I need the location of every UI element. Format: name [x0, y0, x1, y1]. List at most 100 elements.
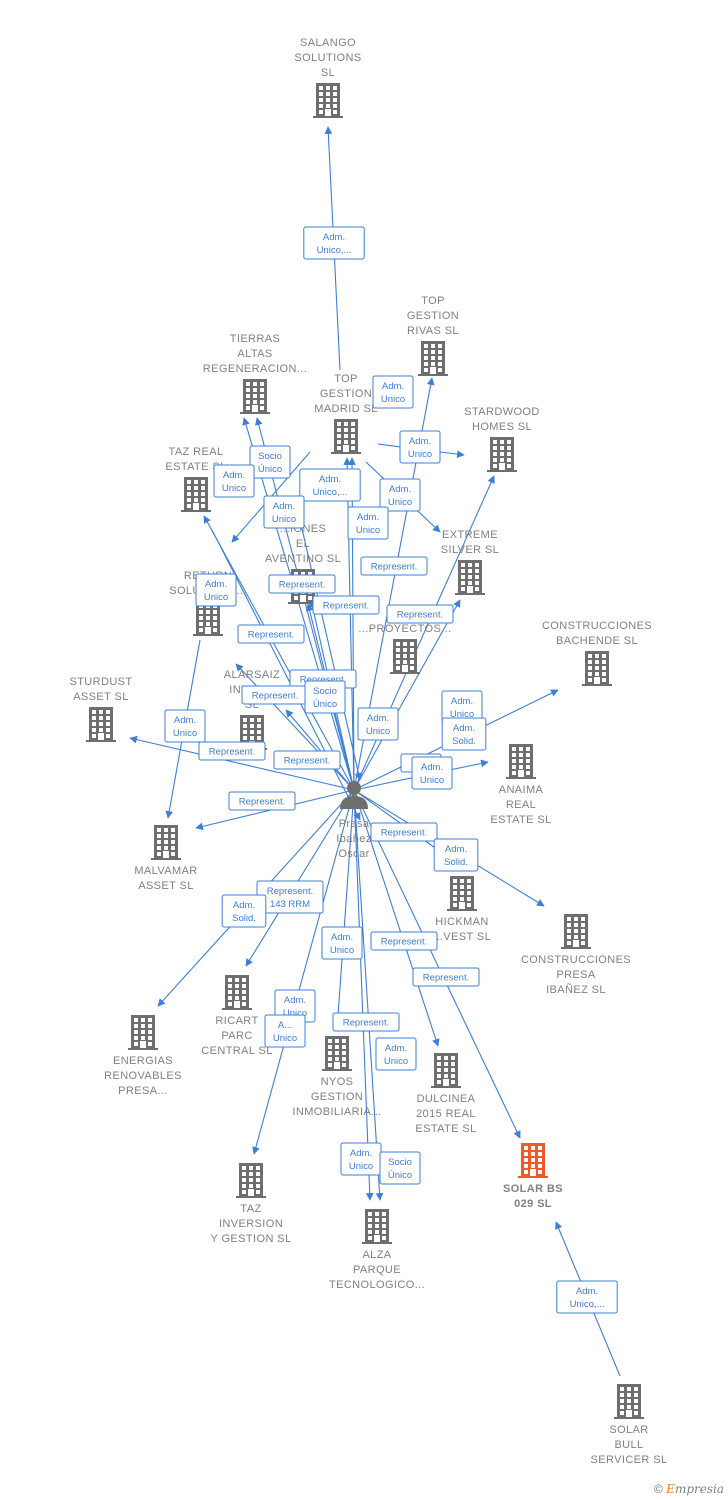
node-label-line: INVERSION	[219, 1218, 283, 1230]
edge-label-text: Unico	[356, 525, 380, 536]
edge-label-text: Único	[388, 1170, 412, 1181]
building-icon	[390, 639, 420, 674]
edge-label-text: Represent.	[381, 828, 427, 839]
edge-label-text: Unico	[173, 728, 197, 739]
edge-label-box[interactable]: Adm.Unico	[399, 430, 441, 464]
edge-label-text: Socio	[258, 451, 282, 462]
node-label-line: 029 SL	[514, 1198, 552, 1210]
edge-label-box[interactable]: Adm.Unico	[340, 1142, 382, 1176]
node-label-line: INMOBILIARIA...	[292, 1106, 381, 1118]
edge-label-text: Unico	[381, 394, 405, 405]
edge-label-box[interactable]: Represent.	[268, 574, 336, 594]
node-label-line: Presa	[339, 818, 370, 830]
edge-label-box[interactable]: Represent.	[237, 624, 305, 644]
edge-label-box[interactable]: Adm.Unico,...	[299, 468, 361, 502]
edge-label-box[interactable]: Adm.Unico	[347, 506, 389, 540]
edge-label-box[interactable]: Adm.Solid.	[221, 894, 267, 928]
node-label-line: SL	[321, 67, 335, 79]
edge-label-box[interactable]: Represent.	[370, 931, 438, 951]
node-label-line: ESTATE SL	[165, 461, 226, 473]
edge-line	[353, 599, 461, 791]
node-bachende[interactable]: CONSTRUCCIONES BACHENDE SL	[542, 620, 652, 686]
node-label-line: MALVAMAR	[134, 865, 197, 877]
edge-label-box[interactable]: Adm. Unico	[263, 495, 305, 529]
edge-label-box[interactable]: Adm.Unico	[213, 464, 255, 498]
building-icon	[128, 1015, 158, 1050]
edge-label-box[interactable]: Adm.Unico	[195, 573, 237, 607]
building-icon	[151, 825, 181, 860]
node-label-line: REGENERACION...	[203, 363, 307, 375]
node-label-line: BACHENDE SL	[556, 635, 638, 647]
edge-label-box[interactable]: Represent.	[228, 791, 296, 811]
node-label-line: CONSTRUCCIONES	[542, 620, 652, 632]
edge-line	[285, 709, 355, 791]
edge-line	[333, 789, 355, 1031]
node-label-line: AVENTINO SL	[265, 553, 341, 565]
edge-label-text: Adm.	[445, 844, 467, 855]
node-tierras[interactable]: TIERRASALTASREGENERACION...	[203, 333, 307, 414]
edge-label-box[interactable]: Adm.Unico,...	[303, 226, 365, 260]
edge-label-box[interactable]: Represent.143 RRM	[256, 880, 324, 914]
edge-label-box[interactable]: Represent.	[412, 967, 480, 987]
edge-label-box[interactable]: Represent.	[332, 1012, 400, 1032]
edge-label-box[interactable]: A...Unico	[264, 1014, 306, 1048]
node-label-line: ANAIMA	[499, 784, 544, 796]
building-icon	[236, 1163, 266, 1198]
edge-label-box[interactable]: Represent.	[312, 595, 380, 615]
edge-label-box[interactable]: Represent.	[198, 741, 266, 761]
node-hickman[interactable]: HICKMAN...VEST SL	[433, 876, 491, 943]
edge-label-box[interactable]: Adm.Unico	[372, 375, 414, 409]
empresia-footer[interactable]: © Empresia	[654, 1482, 724, 1496]
edge-label-box[interactable]: Adm.Unico	[441, 690, 483, 724]
building-icon	[240, 379, 270, 414]
node-label-line: PRESA...	[118, 1085, 168, 1097]
edge-label-box[interactable]: Represent.	[360, 556, 428, 576]
edge-label-box[interactable]: Represent.	[370, 822, 438, 842]
edge-label-box[interactable]: Represent.	[386, 604, 454, 624]
edge-label-box[interactable]: Adm.Unico	[321, 926, 363, 960]
edge-label-box[interactable]: Adm.Unico	[411, 756, 453, 790]
edge-label-box[interactable]: Adm.Unico	[164, 709, 206, 743]
edge-label-text: Unico	[272, 514, 296, 525]
node-energias[interactable]: ENERGIASRENOVABLESPRESA...	[104, 1015, 182, 1097]
node-label-line: Y GESTION SL	[210, 1233, 291, 1245]
edge-label-box[interactable]: Adm.Solid.	[441, 717, 487, 751]
building-icon	[181, 477, 211, 512]
building-icon	[447, 876, 477, 911]
edge-label-text: Represent.	[252, 691, 298, 702]
node-label-line: ...VEST SL	[433, 931, 491, 943]
node-label-line: SOLAR	[609, 1424, 648, 1436]
edge-label-box[interactable]: Adm.Solid.	[433, 838, 479, 872]
edge-label-text: Adm.	[273, 501, 295, 512]
edge-label-box[interactable]: Represent.	[241, 685, 309, 705]
edge-label-box[interactable]: Adm.Unico	[375, 1037, 417, 1071]
edge-label-box[interactable]: Adm.Unico,...	[556, 1280, 618, 1314]
node-nyos[interactable]: NYOSGESTIONINMOBILIARIA...	[292, 1036, 381, 1118]
node-label-line: ALZA	[362, 1249, 391, 1261]
edge-label-box[interactable]: Adm.Unico	[357, 707, 399, 741]
edge-label-box[interactable]: Adm.Unico	[379, 478, 421, 512]
edge-line	[245, 789, 355, 967]
node-alza[interactable]: ALZAPARQUETECNOLOGICO...	[329, 1209, 425, 1291]
edge-label-box[interactable]: Represent.	[273, 750, 341, 770]
